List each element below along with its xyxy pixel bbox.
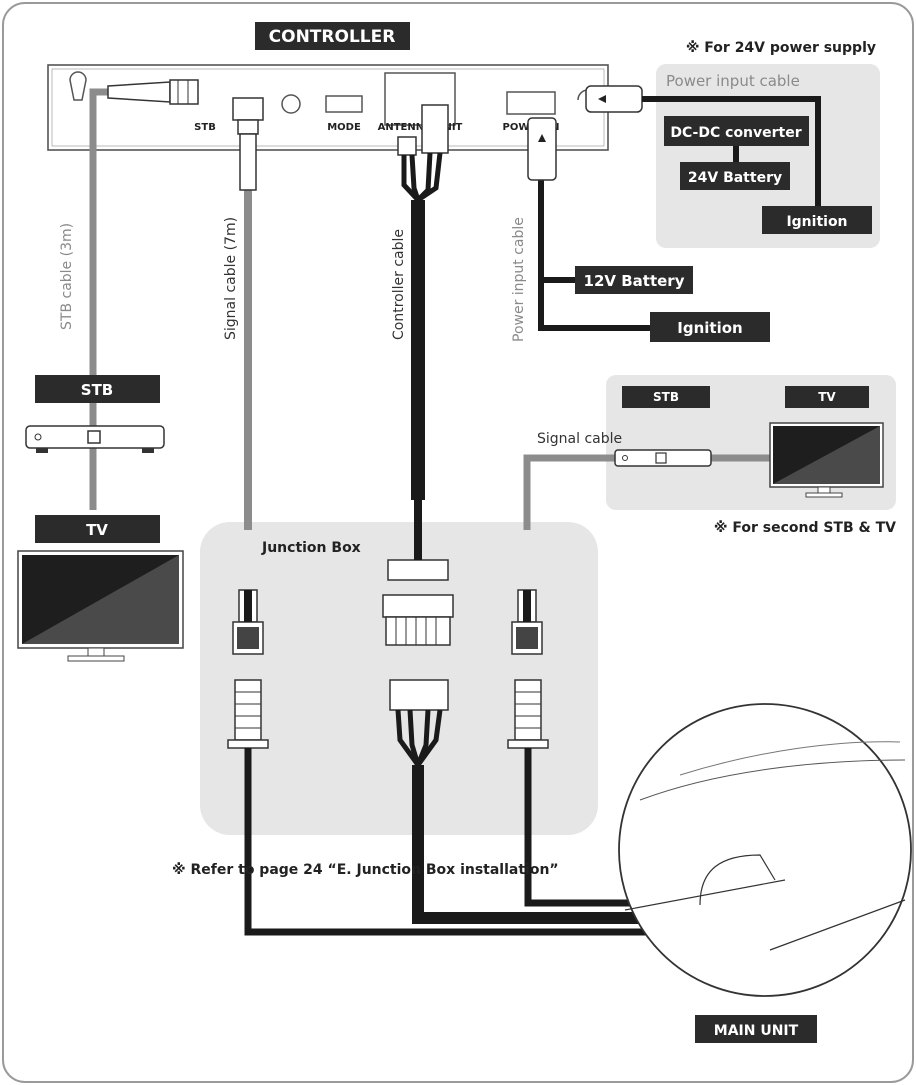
controller-unit: STB MODE ANTENNA UNIT POWER IN bbox=[47, 64, 609, 151]
stb-right-label: STB bbox=[653, 390, 679, 404]
stb-left-box bbox=[35, 375, 160, 403]
stb-right-device bbox=[614, 449, 712, 467]
main-unit-box bbox=[695, 1015, 817, 1043]
power-input-cable bbox=[538, 180, 650, 331]
battery-12v-label: 12V Battery bbox=[584, 272, 685, 290]
power-input-cable-side-label: Power input cable bbox=[511, 217, 527, 342]
signal-cable-second bbox=[523, 454, 772, 530]
power-24v-connector bbox=[585, 85, 643, 113]
port-label-stb: STB bbox=[194, 122, 216, 133]
controller-title-box bbox=[255, 22, 410, 50]
port-label-antenna-unit: ANTENNA UNIT bbox=[378, 122, 463, 133]
ignition-top-label: Ignition bbox=[786, 214, 847, 230]
tv-left-label: TV bbox=[86, 521, 108, 539]
junction-box-panel bbox=[200, 522, 598, 835]
main-unit-label: MAIN UNIT bbox=[714, 1023, 799, 1039]
ignition-mid-label: Ignition bbox=[677, 319, 742, 337]
tv-right-device bbox=[769, 422, 884, 498]
battery-24v-box bbox=[680, 162, 790, 190]
port-label-mode: MODE bbox=[327, 122, 361, 133]
tv-left-device bbox=[17, 550, 184, 662]
stb-left-label: STB bbox=[81, 381, 113, 399]
stb-left-device bbox=[25, 425, 165, 453]
for-second-note: ※ For second STB & TV bbox=[714, 520, 896, 536]
controller-title: CONTROLLER bbox=[269, 27, 396, 47]
main-unit-view bbox=[618, 703, 912, 997]
battery-24v-label: 24V Battery bbox=[688, 170, 782, 186]
tv-right-box bbox=[785, 386, 869, 408]
stb-connector bbox=[107, 79, 199, 105]
power-supply-panel bbox=[656, 64, 880, 248]
for-24v-note: ※ For 24V power supply bbox=[686, 40, 876, 56]
ignition-mid-box bbox=[650, 312, 770, 342]
signal-cable-label: Signal cable bbox=[537, 431, 622, 447]
junction-cables-upper bbox=[244, 500, 531, 622]
dc-dc-box bbox=[664, 116, 809, 146]
refer-note: ※ Refer to page 24 “E. Junction Box inst… bbox=[172, 862, 559, 878]
cable-to-main-left bbox=[244, 748, 782, 936]
ignition-top-box bbox=[762, 206, 872, 234]
junction-left-connectors bbox=[227, 589, 269, 749]
stb-cable bbox=[89, 88, 110, 510]
controller-cable-top-connector bbox=[397, 104, 449, 203]
controller-cable-label: Controller cable bbox=[391, 229, 407, 340]
signal-cable-top-connector bbox=[232, 97, 264, 191]
tv-right-label: TV bbox=[818, 390, 836, 404]
power-input-cable-top-label: Power input cable bbox=[666, 72, 800, 90]
power-in-connector bbox=[527, 117, 557, 181]
dc-dc-label: DC-DC converter bbox=[670, 125, 801, 141]
stb-cable-label: STB cable (3m) bbox=[59, 223, 75, 330]
signal-cable-7m-label: Signal cable (7m) bbox=[223, 217, 239, 340]
junction-center-connectors bbox=[382, 559, 454, 767]
stb-right-box bbox=[622, 386, 710, 408]
junction-right-connectors bbox=[507, 589, 549, 749]
battery-12v-box bbox=[575, 266, 693, 294]
tv-left-box bbox=[35, 515, 160, 543]
junction-box-label: Junction Box bbox=[261, 540, 361, 556]
